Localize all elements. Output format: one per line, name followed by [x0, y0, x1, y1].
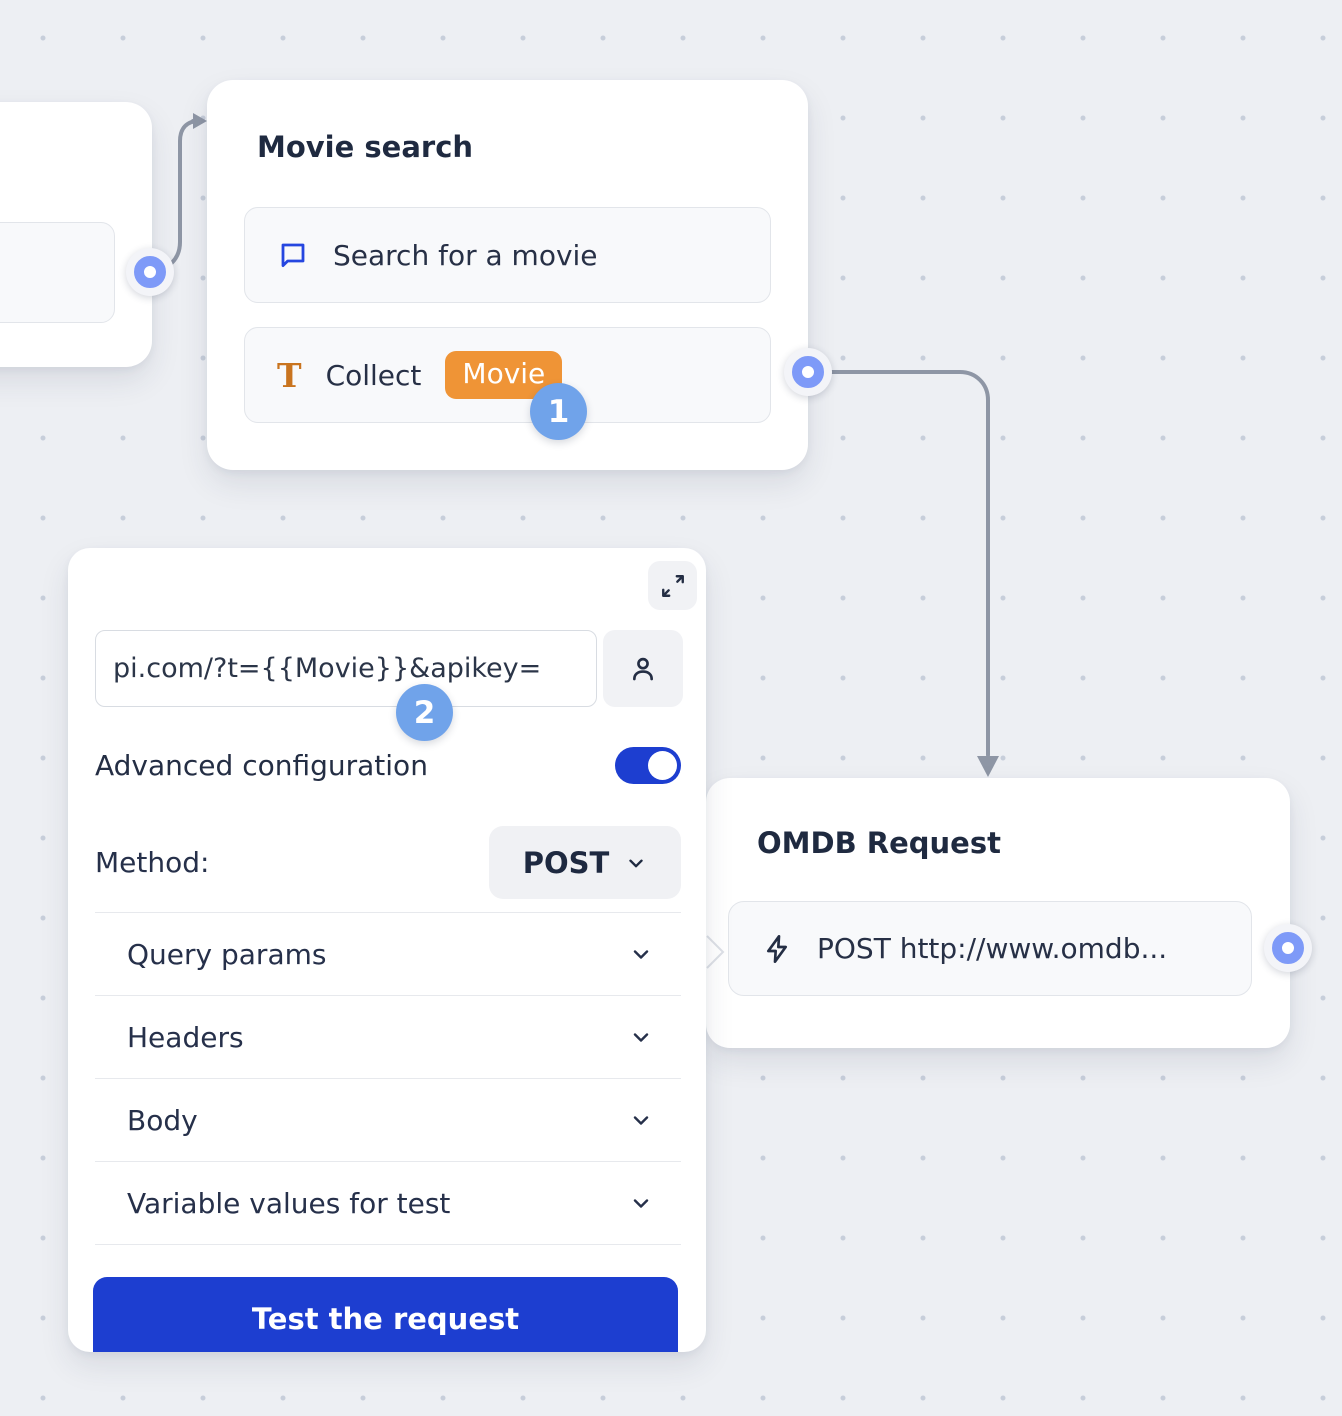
- chevron-down-icon: [629, 942, 653, 966]
- port-ring-icon: [1272, 932, 1304, 964]
- message-block-label: Search for a movie: [333, 238, 598, 272]
- input-notch-icon: [706, 935, 725, 969]
- omdb-request-node-title: OMDB Request: [757, 826, 1001, 860]
- connector-to-omdb: [822, 370, 990, 757]
- chevron-down-icon: [625, 852, 647, 874]
- section-label: Variable values for test: [127, 1186, 451, 1220]
- method-row: Method: POST: [95, 826, 681, 899]
- collect-block[interactable]: T Collect Movie: [244, 327, 771, 423]
- connection-port-omdb[interactable]: [1264, 924, 1312, 972]
- config-sections: Query params Headers Body Variable value…: [95, 912, 681, 1245]
- step-badge-1: 1: [530, 383, 587, 440]
- expand-icon: [660, 573, 686, 599]
- movie-search-node[interactable]: Movie search Search for a movie T Collec…: [207, 80, 808, 470]
- connection-port-partial-node[interactable]: [126, 248, 174, 296]
- method-value: POST: [522, 845, 610, 880]
- section-label: Headers: [127, 1020, 244, 1054]
- message-block[interactable]: Search for a movie: [244, 207, 771, 303]
- method-label: Method:: [95, 846, 210, 879]
- user-variable-button[interactable]: [603, 630, 683, 707]
- omdb-request-node[interactable]: OMDB Request POST http://www.omdb...: [706, 778, 1290, 1048]
- advanced-configuration-label: Advanced configuration: [95, 748, 428, 782]
- partial-node-block[interactable]: [0, 222, 115, 323]
- user-icon: [627, 653, 659, 685]
- method-select[interactable]: POST: [489, 826, 681, 899]
- section-label: Query params: [127, 937, 327, 971]
- collect-block-label: Collect: [325, 358, 422, 392]
- step-badge-2: 2: [396, 684, 453, 741]
- test-request-button[interactable]: Test the request: [93, 1277, 678, 1352]
- partial-node[interactable]: [0, 102, 152, 367]
- chevron-down-icon: [629, 1191, 653, 1215]
- section-headers[interactable]: Headers: [95, 996, 681, 1079]
- port-ring-icon: [134, 256, 166, 288]
- section-body[interactable]: Body: [95, 1079, 681, 1162]
- url-input[interactable]: [95, 630, 597, 707]
- chevron-down-icon: [629, 1108, 653, 1132]
- connection-port-movie-search[interactable]: [784, 348, 832, 396]
- arrowhead-right-icon: [193, 113, 207, 129]
- toggle-knob: [648, 750, 677, 780]
- webhook-request-label: POST http://www.omdb...: [817, 932, 1168, 965]
- section-label: Body: [127, 1103, 198, 1137]
- text-icon: T: [277, 355, 302, 395]
- port-ring-icon: [792, 356, 824, 388]
- lightning-icon: [761, 933, 793, 965]
- section-variable-values[interactable]: Variable values for test: [95, 1162, 681, 1245]
- expand-button[interactable]: [648, 561, 697, 610]
- connector-to-movie-search: [161, 119, 200, 271]
- webhook-config-panel[interactable]: Advanced configuration Method: POST Quer…: [68, 548, 706, 1352]
- webhook-request-block[interactable]: POST http://www.omdb...: [728, 901, 1252, 996]
- chat-bubble-icon: [277, 239, 309, 271]
- advanced-configuration-row: Advanced configuration: [95, 740, 681, 790]
- arrowhead-down-icon: [977, 756, 999, 777]
- chevron-down-icon: [629, 1025, 653, 1049]
- movie-search-node-title: Movie search: [257, 130, 474, 164]
- section-query-params[interactable]: Query params: [95, 913, 681, 996]
- variable-tag-movie: Movie: [445, 351, 563, 399]
- advanced-configuration-toggle[interactable]: [615, 746, 681, 784]
